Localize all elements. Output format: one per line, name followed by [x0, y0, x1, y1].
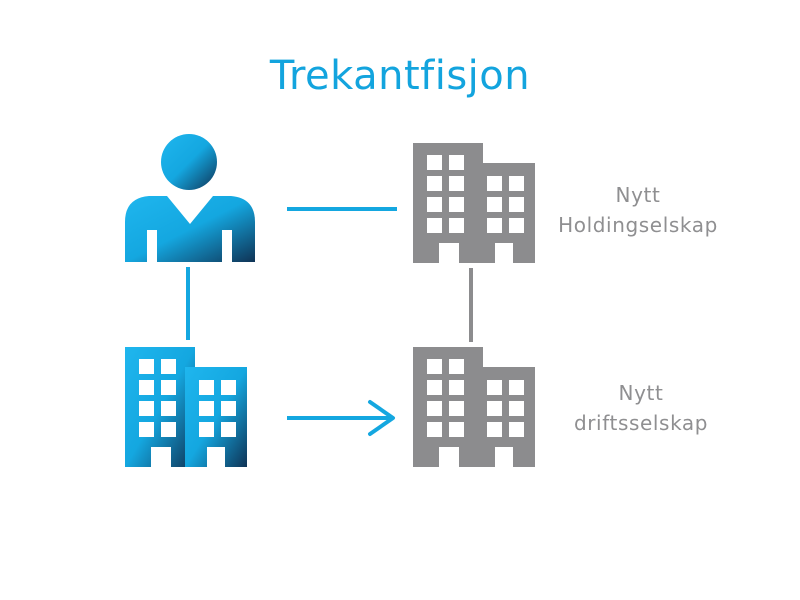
drift-label-line2: driftsselskap	[573, 411, 709, 435]
drift-label-line1: Nytt	[618, 381, 664, 405]
arrow-company-to-drift	[287, 400, 395, 436]
building-icon	[413, 347, 535, 467]
building-icon	[413, 143, 535, 263]
holding-label-line1: Nytt	[615, 183, 661, 207]
holding-label: Nytt Holdingselskap	[538, 180, 738, 240]
drift-label: Nytt driftsselskap	[541, 378, 741, 438]
building-icon	[125, 347, 247, 467]
diagram-title: Trekantfisjon	[269, 53, 531, 99]
holding-label-line2: Holdingselskap	[558, 213, 718, 237]
person-icon	[125, 134, 255, 262]
